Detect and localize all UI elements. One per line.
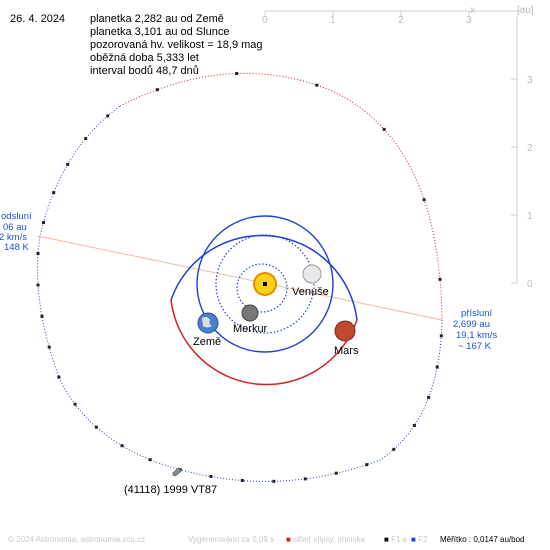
axes: 0 1 2 3 x [au] 3 2 1 0 [262, 5, 534, 290]
asteroid-position-point [120, 444, 124, 448]
asteroid-position-point [36, 283, 40, 287]
asteroid-label: (41118) 1999 VT87 [124, 484, 217, 496]
footer-f2-legend: ■ F2 [411, 535, 427, 544]
mercury-orbit [236, 263, 288, 313]
footer-center-legend: ■ střed elipsy, ohniska [286, 535, 365, 544]
f2-legend-text: F2 [418, 535, 428, 544]
asteroid-position-point [94, 425, 98, 429]
perihelion-label: přísluní 2,699 au 19,1 km/s ~ 167 K [453, 308, 497, 352]
mercury [241, 304, 259, 322]
mars-orbit-upper [170, 234, 358, 321]
x-tick-0: 0 [262, 15, 268, 26]
sun-focus-marker [263, 282, 267, 286]
center-legend-text: střed elipsy, ohniska [293, 535, 365, 544]
asteroid-position-point [40, 314, 44, 318]
x-axis-label: x [470, 5, 475, 16]
mercury-label: Merkur [233, 323, 268, 335]
mars-orbit [170, 299, 358, 386]
asteroid-position-point [334, 471, 338, 475]
asteroid-position-point [235, 72, 239, 75]
aphelion-speed: 2 km/s [0, 232, 27, 243]
x-tick-2: 2 [398, 15, 404, 26]
perihelion-temperature: ~ 167 K [458, 341, 492, 352]
asteroid-position-point [365, 463, 369, 467]
perihelion-distance: 2,699 au [453, 319, 490, 330]
asteroid-position-point [412, 424, 416, 427]
perihelion-speed: 19,1 km/s [456, 330, 497, 341]
asteroid-position-point [47, 345, 51, 349]
mars-label: Mars [334, 345, 359, 357]
aphelion-temperature: 148 K [4, 242, 29, 253]
center-legend-marker-icon: ■ [286, 535, 291, 544]
y-tick-3: 3 [527, 75, 533, 86]
asteroid-position-point [439, 334, 443, 338]
asteroid-position-point [36, 252, 40, 255]
y-tick-1: 1 [527, 211, 533, 222]
footer-f1-legend: ■ F1 a [384, 535, 407, 544]
asteroid-position-point [57, 375, 61, 379]
aphelion-distance: 06 au [3, 222, 27, 233]
asteroid-position-point [148, 458, 152, 462]
asteroid-position-point [209, 475, 213, 478]
asteroid-orbit-red [119, 72, 443, 321]
info-magnitude: pozorovaná hv. velikost = 18,9 mag [90, 39, 263, 51]
asteroid-position-point [155, 88, 159, 92]
footer-copyright: © 2024 Astronomia, astronomia.zcu.cz [8, 535, 146, 544]
asteroid-position-points [36, 72, 443, 483]
asteroid-position-point [303, 477, 307, 481]
asteroid-position-point [106, 114, 110, 118]
info-distance-sun: planetka 3,101 au od Slunce [90, 26, 230, 38]
date-label: 26. 4. 2024 [10, 13, 66, 25]
x-tick-1: 1 [330, 15, 336, 26]
y-tick-0: 0 [527, 279, 533, 290]
asteroid-position-point [66, 162, 70, 166]
info-interval: interval bodů 48,7 dnů [90, 65, 199, 77]
footer-generated: Vygenerováno za 0,09 s [188, 535, 274, 544]
aphelion-label: odsluní 06 au 2 km/s 148 K [0, 211, 32, 253]
info-distance-earth: planetka 2,282 au od Země [90, 13, 224, 25]
f2-marker-icon: ■ [411, 535, 416, 544]
unit-label: [au] [517, 5, 534, 16]
aphelion-title: odsluní [1, 211, 32, 222]
perihelion-title: přísluní [461, 308, 493, 319]
apsis-line [37, 235, 443, 321]
asteroid-position-point [240, 479, 244, 482]
asteroid-position-point [427, 395, 431, 399]
asteroid-position-point [42, 221, 45, 224]
asteroid-position-point [84, 137, 88, 140]
venus-label: Venuše [292, 286, 329, 298]
asteroid-icon [172, 467, 182, 477]
asteroid-position-point [422, 198, 426, 202]
earth-landmass [202, 316, 212, 328]
asteroid-position-point [52, 191, 56, 195]
asteroid-orbit-blue [37, 105, 443, 482]
venus [302, 264, 322, 284]
f1-marker-icon: ■ [384, 535, 389, 544]
asteroid-position-point [438, 277, 442, 281]
info-period: oběžná doba 5,333 let [90, 52, 199, 64]
asteroid-position-point [382, 127, 386, 131]
earth-orbit [196, 215, 334, 353]
asteroid-position-point [272, 479, 276, 483]
asteroid-position-point [392, 447, 396, 451]
asteroid-position-point [435, 365, 439, 369]
f1-legend-text: F1 a [391, 535, 408, 544]
y-tick-2: 2 [527, 143, 533, 154]
venus-orbit [215, 234, 315, 334]
footer-scale: Měřítko : 0,0147 au/bod [440, 535, 525, 544]
asteroid-position-point [315, 83, 319, 87]
asteroid-position-point [73, 402, 77, 406]
footer: © 2024 Astronomia, astronomia.zcu.cz Vyg… [0, 532, 550, 550]
earth-label: Země [193, 336, 221, 348]
x-tick-3: 3 [466, 15, 472, 26]
mars [334, 320, 356, 342]
